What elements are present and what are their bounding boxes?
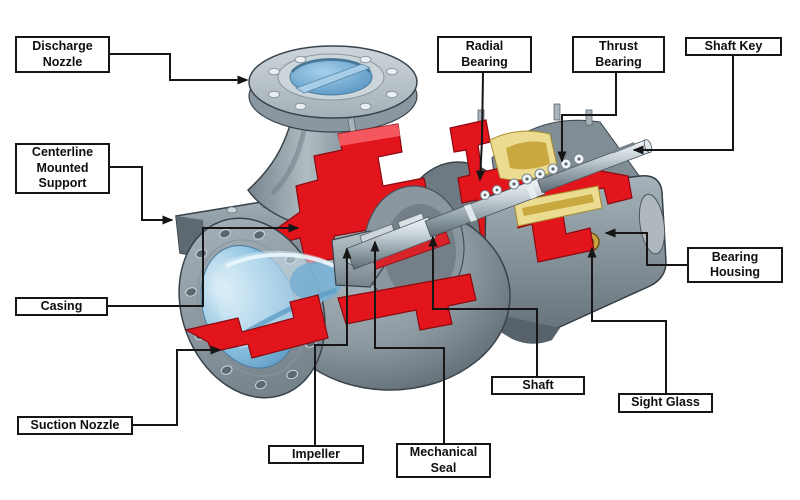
discharge-flange	[248, 45, 418, 133]
bearing-carrier-lower	[513, 185, 603, 227]
label-sight-glass: Sight Glass	[618, 393, 713, 413]
label-shaft: Shaft	[491, 376, 585, 395]
label-bearing-housing: Bearing Housing	[687, 247, 783, 283]
flange-bolt-holes	[268, 55, 398, 111]
label-suction-nozzle: Suction Nozzle	[17, 416, 133, 435]
label-impeller: Impeller	[268, 445, 364, 464]
label-thrust-bearing: Thrust Bearing	[572, 36, 665, 73]
label-mechanical-seal: Mechanical Seal	[396, 443, 491, 478]
label-discharge-nozzle: Discharge Nozzle	[15, 36, 110, 73]
bearing-carrier-upper	[489, 130, 559, 181]
label-centerline-mounted-support: Centerline Mounted Support	[15, 143, 110, 194]
label-casing: Casing	[15, 297, 108, 316]
label-radial-bearing: Radial Bearing	[437, 36, 532, 73]
label-shaft-key: Shaft Key	[685, 37, 782, 56]
shaft-keyway	[612, 142, 635, 154]
